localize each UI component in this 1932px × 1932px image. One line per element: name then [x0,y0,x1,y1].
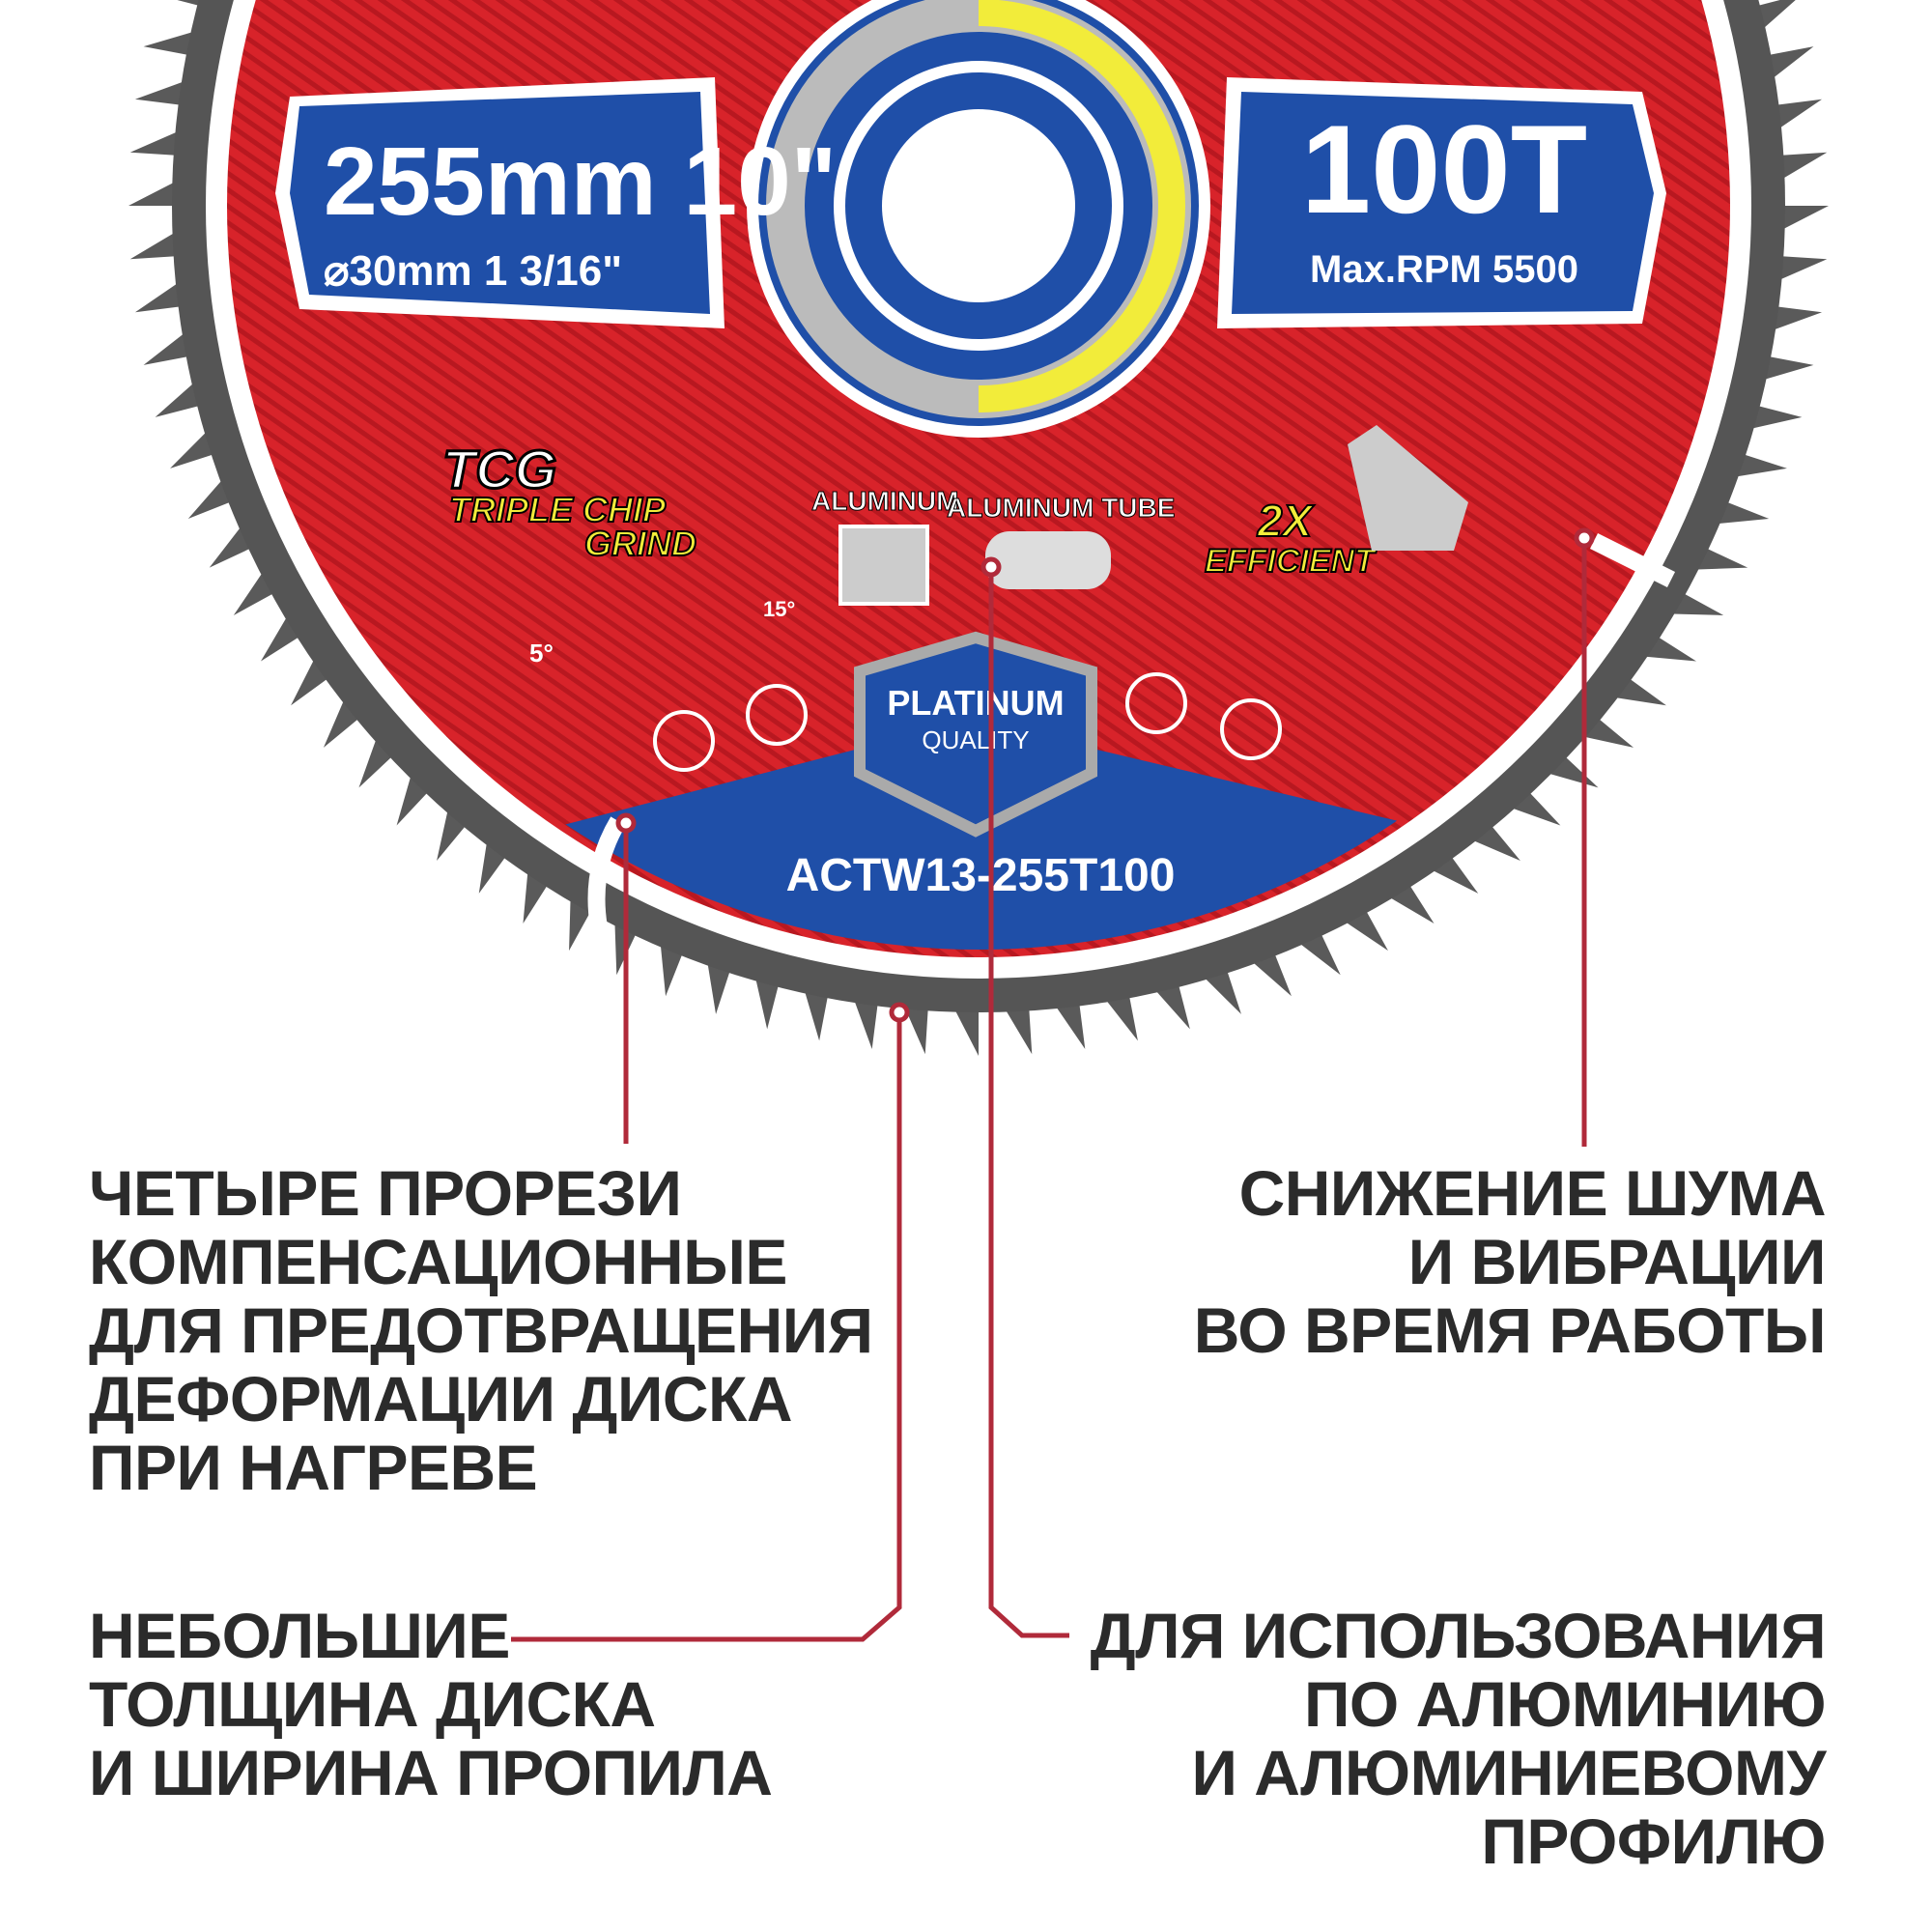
tcg-sub-2: GRIND [584,524,696,563]
callout-line: И ВИБРАЦИИ [1407,1226,1827,1297]
leader-dot [889,1002,910,1023]
size-label: 255mm 10" [324,128,837,236]
tcg-sub-1: TRIPLE CHIP [449,490,667,529]
callout-line: СНИЖЕНИЕ ШУМА [1238,1157,1827,1229]
cut-icon [1348,425,1468,551]
leader-dot [980,556,1002,578]
direction-icon [1220,698,1282,760]
leader-dot [615,812,637,834]
leader-dot [1574,527,1595,549]
callout-line: ДЛЯ ПРЕДОТВРАЩЕНИЯ [89,1294,873,1366]
bore-label: ⌀30mm 1 3/16" [324,247,622,295]
leader-thickness [511,1020,902,1642]
efficiency-label: EFFICIENT [1205,543,1378,580]
teeth-label: 100T [1301,99,1587,240]
callout-line: ТОЛЩИНА ДИСКА [89,1668,656,1740]
model-label: ACTW13-255T100 [786,850,1176,901]
callout-line: ВО ВРЕМЯ РАБОТЫ [1193,1294,1827,1366]
platinum-badge [854,631,1097,838]
leader-lines [511,546,1587,1642]
arbor-hole [882,109,1075,302]
badge-line-2: QUALITY [922,725,1029,754]
tube-icon [985,531,1111,589]
angle-label-15: 15° [763,597,795,621]
callout-noise: СНИЖЕНИЕ ШУМА И ВИБРАЦИИ ВО ВРЕМЯ РАБОТЫ [1193,1157,1827,1366]
badge-line-1: PLATINUM [887,683,1064,723]
callout-line: ПО АЛЮМИНИЮ [1303,1668,1827,1740]
size-panel [290,92,710,314]
callout-line: КОМПЕНСАЦИОННЫЕ [89,1226,787,1297]
material-aluminum: ALUMINUM [811,486,958,516]
callout-aluminum: ДЛЯ ИСПОЛЬЗОВАНИЯ ПО АЛЮМИНИЮ И АЛЮМИНИЕ… [1090,1600,1827,1877]
expansion-slot [1589,532,1676,588]
callout-line: ЧЕТЫРЕ ПРОРЕЗИ [89,1157,682,1229]
mask-icon [653,710,715,772]
gloves-icon [746,684,808,746]
rpm-label: Max.RPM 5500 [1310,248,1578,291]
angle-label-5: 5° [529,639,554,668]
callout-line: И ШИРИНА ПРОПИЛА [89,1737,773,1808]
callout-thickness: НЕБОЛЬШИЕ ТОЛЩИНА ДИСКА И ШИРИНА ПРОПИЛА [89,1600,773,1808]
callout-expansion-slots: ЧЕТЫРЕ ПРОРЕЗИ КОМПЕНСАЦИОННЫЕ ДЛЯ ПРЕДО… [89,1159,873,1502]
teeth-panel [1232,92,1654,314]
callout-line: ДЛЯ ИСПОЛЬЗОВАНИЯ [1090,1600,1827,1671]
leader-aluminum [988,575,1069,1638]
tcg-label: TCG [442,439,556,499]
expansion-slot [587,816,626,929]
goggles-icon [1125,672,1187,734]
efficiency-2x: 2X [1257,496,1315,546]
callout-line: ПРИ НАГРЕВЕ [89,1432,538,1503]
profile-icon [838,525,929,606]
callout-line: И АЛЮМИНИЕВОМУ [1191,1737,1826,1808]
callout-line: ПРОФИЛЮ [1481,1805,1826,1877]
callout-line: НЕБОЛЬШИЕ [89,1600,510,1671]
material-tube: ALUMINUM TUBE [947,493,1175,523]
callout-line: ДЕФОРМАЦИИ ДИСКА [89,1363,792,1435]
